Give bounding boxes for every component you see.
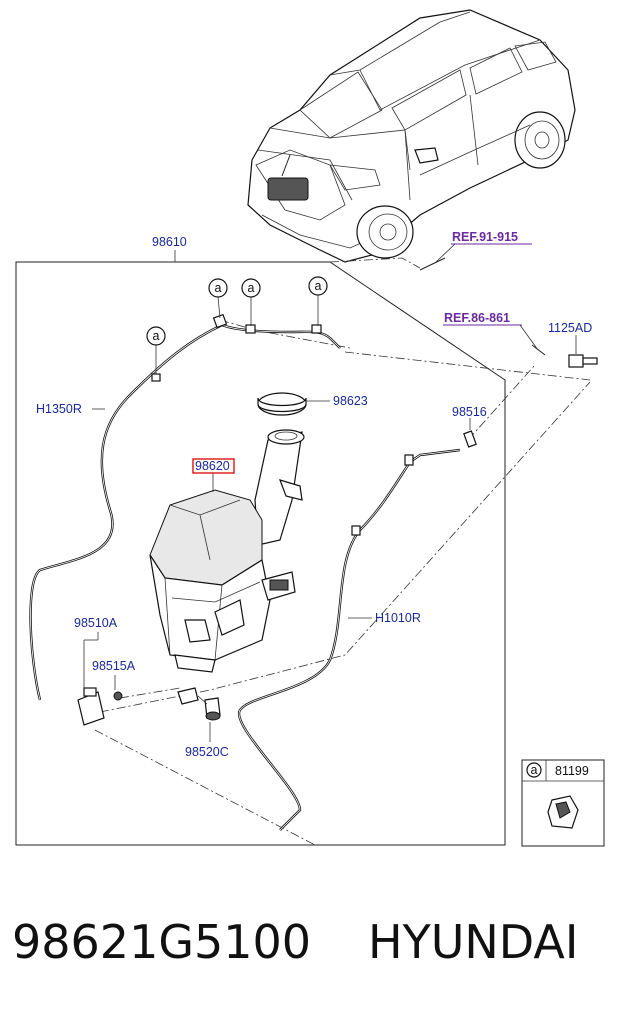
callouts: a a a a xyxy=(146,276,328,374)
reservoir-location-highlight xyxy=(267,177,309,201)
label-nozzle: 98516 xyxy=(452,405,487,419)
callout-a-4: a xyxy=(153,329,160,343)
hose-h1010r xyxy=(237,448,461,831)
callout-a-1: a xyxy=(215,281,222,295)
label-hose-right: H1010R xyxy=(375,611,421,625)
level-sensor xyxy=(177,687,221,742)
label-assembly: 98610 xyxy=(152,235,187,249)
label-pump: 98510A xyxy=(74,616,118,630)
footer: 98621G5100 HYUNDAI xyxy=(12,915,578,969)
label-bolt: 1125AD xyxy=(548,321,592,335)
label-ref-mid: REF.86-861 xyxy=(444,311,510,325)
clip-legend: a 81199 xyxy=(521,759,605,847)
bolt xyxy=(568,335,598,368)
reservoir-cap xyxy=(257,392,330,416)
hose-h1350r xyxy=(29,323,223,701)
part-labels: 98610 REF.91-915 REF.86-861 1125AD H1350… xyxy=(36,230,592,759)
footer-brand: HYUNDAI xyxy=(368,915,578,969)
label-ref-top: REF.91-915 xyxy=(452,230,518,244)
label-cap: 98623 xyxy=(333,394,368,408)
label-grommet: 98515A xyxy=(92,659,136,673)
nozzle xyxy=(463,418,477,448)
reservoir-highlight-box xyxy=(192,458,235,474)
washer-pump xyxy=(77,632,105,726)
label-hose-left: H1350R xyxy=(36,402,82,416)
hose-top xyxy=(212,313,341,349)
label-clip: 81199 xyxy=(555,764,589,778)
label-reservoir: 98620 xyxy=(195,459,230,473)
vehicle-illustration xyxy=(247,9,576,263)
callout-a-3: a xyxy=(315,279,322,293)
footer-part-number: 98621G5100 xyxy=(12,915,311,969)
callout-a-2: a xyxy=(248,281,255,295)
reservoir-tank xyxy=(149,429,305,673)
label-sensor: 98520C xyxy=(185,745,229,759)
assembly-boundary xyxy=(15,250,506,846)
grommet xyxy=(113,675,123,701)
ref-pipes xyxy=(419,257,546,356)
legend-key: a xyxy=(531,763,538,777)
